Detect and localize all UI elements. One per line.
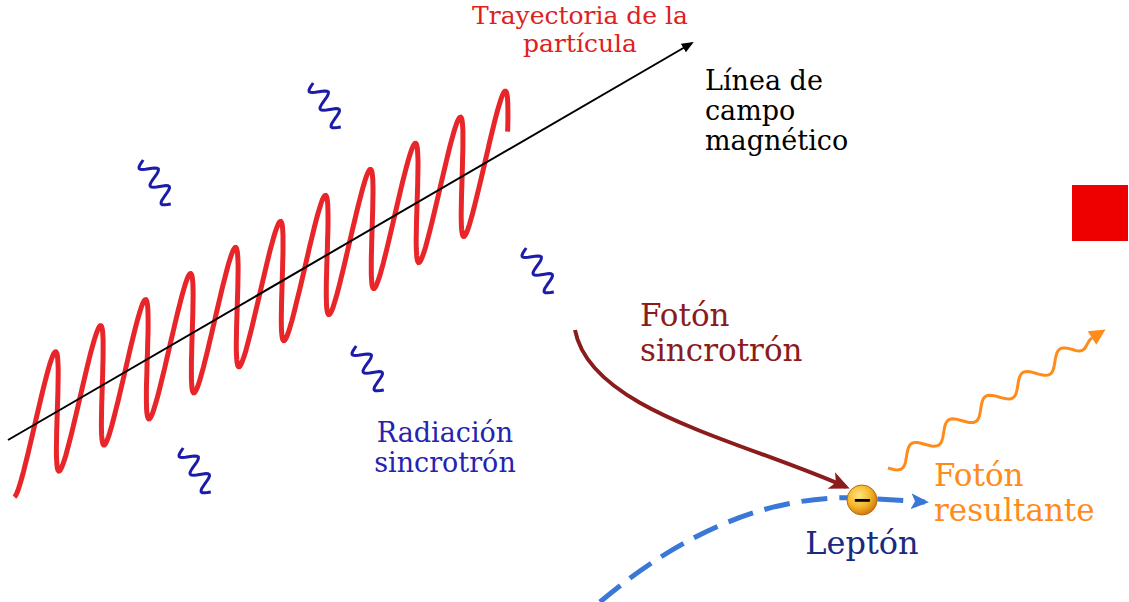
radiation-wave bbox=[352, 346, 384, 391]
radiation-wave bbox=[179, 448, 211, 493]
radiation-label: Radiación sincrotrón bbox=[345, 418, 545, 478]
resulting-photon-wave bbox=[888, 338, 1092, 470]
synchrotron-photon-label: Fotón sincrotrón bbox=[640, 298, 815, 367]
trajectory-label: Trayectoria de la partícula bbox=[460, 2, 700, 58]
field-line bbox=[8, 43, 692, 440]
radiation-wave bbox=[309, 83, 341, 128]
radiation-waves bbox=[139, 83, 554, 493]
charge-sign: − bbox=[846, 484, 878, 516]
lepton-path bbox=[600, 498, 925, 602]
field-line-label: Línea de campo magnético bbox=[705, 66, 855, 157]
radiation-wave bbox=[522, 248, 554, 293]
lepton-label: Leptón bbox=[805, 524, 918, 562]
lepton-particle: −Leptón bbox=[846, 484, 878, 516]
radiation-wave bbox=[139, 160, 171, 205]
red-square bbox=[1072, 185, 1128, 241]
resulting-photon-head bbox=[1088, 329, 1106, 344]
resulting-photon-label: Fotón resultante bbox=[934, 458, 1124, 527]
